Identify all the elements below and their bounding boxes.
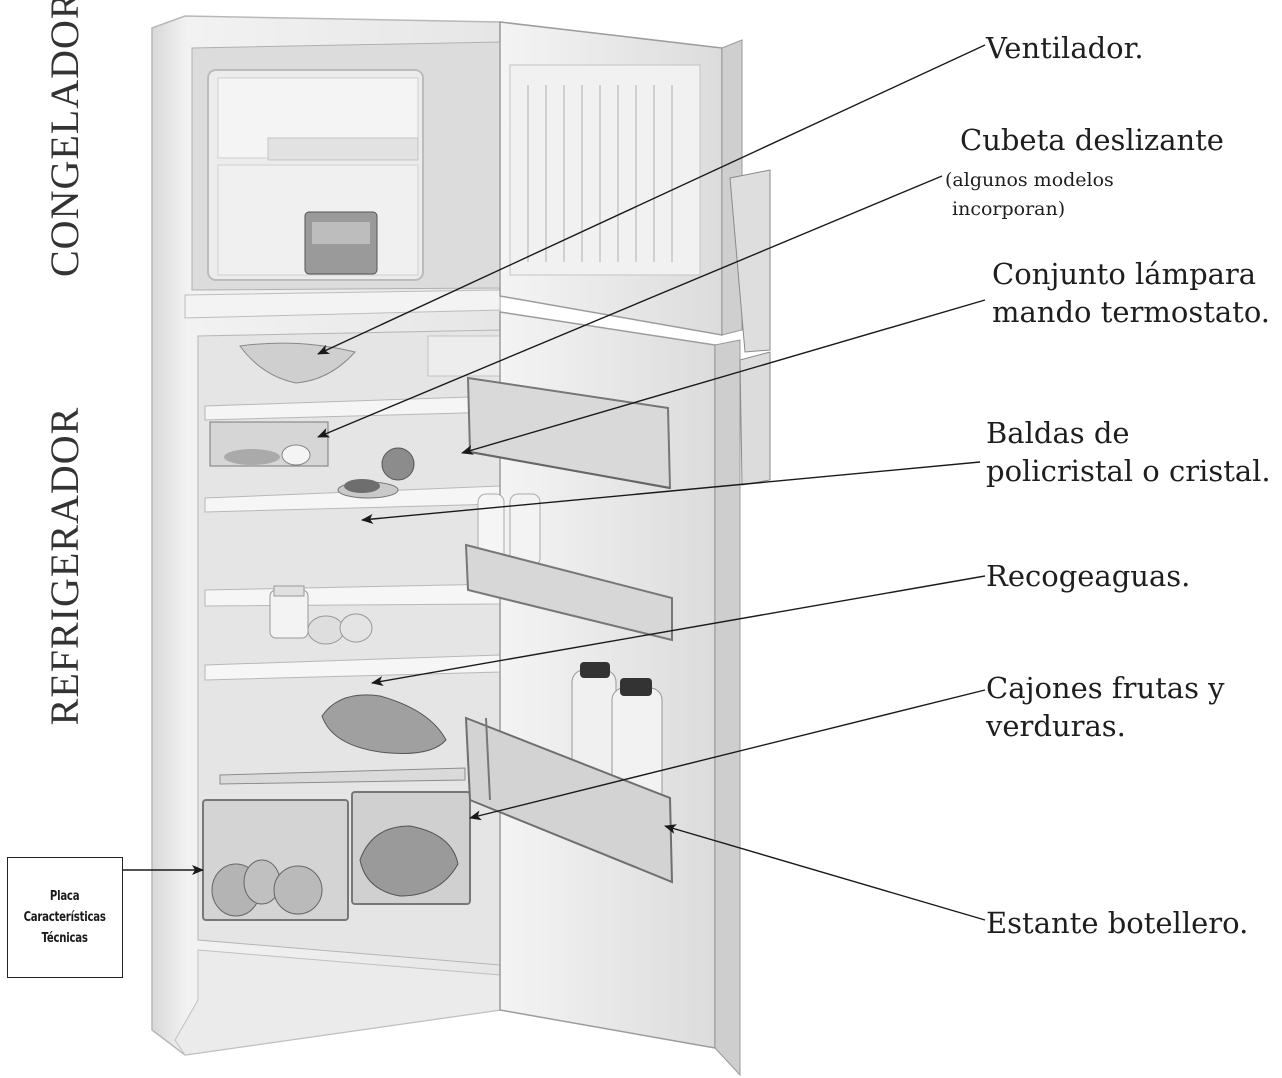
- plate-line3: Técnicas: [41, 931, 89, 946]
- leader-sliding-tray: [317, 175, 943, 438]
- leader-bottle-rack: [664, 824, 986, 921]
- leader-drip-tray: [371, 575, 986, 687]
- technical-plate-box: Placa Características Técnicas: [7, 857, 123, 978]
- callout-crisper-line1: Cajones frutas y: [986, 671, 1225, 705]
- callout-shelves-line2: policristal o cristal.: [986, 454, 1271, 488]
- callout-leaders: [123, 44, 986, 921]
- leader-fan: [317, 44, 986, 355]
- fridge-cabinet: [151, 15, 501, 1056]
- freezer-door: [499, 21, 771, 353]
- leader-crisper: [469, 689, 986, 821]
- fridge-door: [464, 311, 771, 1077]
- callout-sliding-tray: Cubeta deslizante: [960, 123, 1224, 157]
- callout-drip-tray: Recogeaguas.: [986, 559, 1191, 593]
- plate-line2: Características: [23, 910, 107, 925]
- callout-crisper-line2: verduras.: [986, 709, 1126, 743]
- callout-lamp-line2: mando termostato.: [992, 295, 1270, 329]
- callout-shelves-line1: Baldas de: [986, 416, 1130, 450]
- leader-lamp: [461, 299, 986, 455]
- callout-bottle-rack: Estante botellero.: [986, 906, 1249, 940]
- freezer-side-label: CONGELADOR: [42, 0, 87, 277]
- callout-sliding-tray-note-line1: (algunos modelos: [945, 169, 1114, 191]
- callout-fan: Ventilador.: [986, 31, 1144, 65]
- leader-shelves: [361, 461, 981, 524]
- fridge-side-label: REFRIGERADOR: [42, 406, 87, 726]
- callout-lamp-line1: Conjunto lámpara: [992, 257, 1257, 291]
- callout-sliding-tray-note-line2: incorporan): [952, 198, 1066, 220]
- plate-line1: Placa: [50, 889, 80, 904]
